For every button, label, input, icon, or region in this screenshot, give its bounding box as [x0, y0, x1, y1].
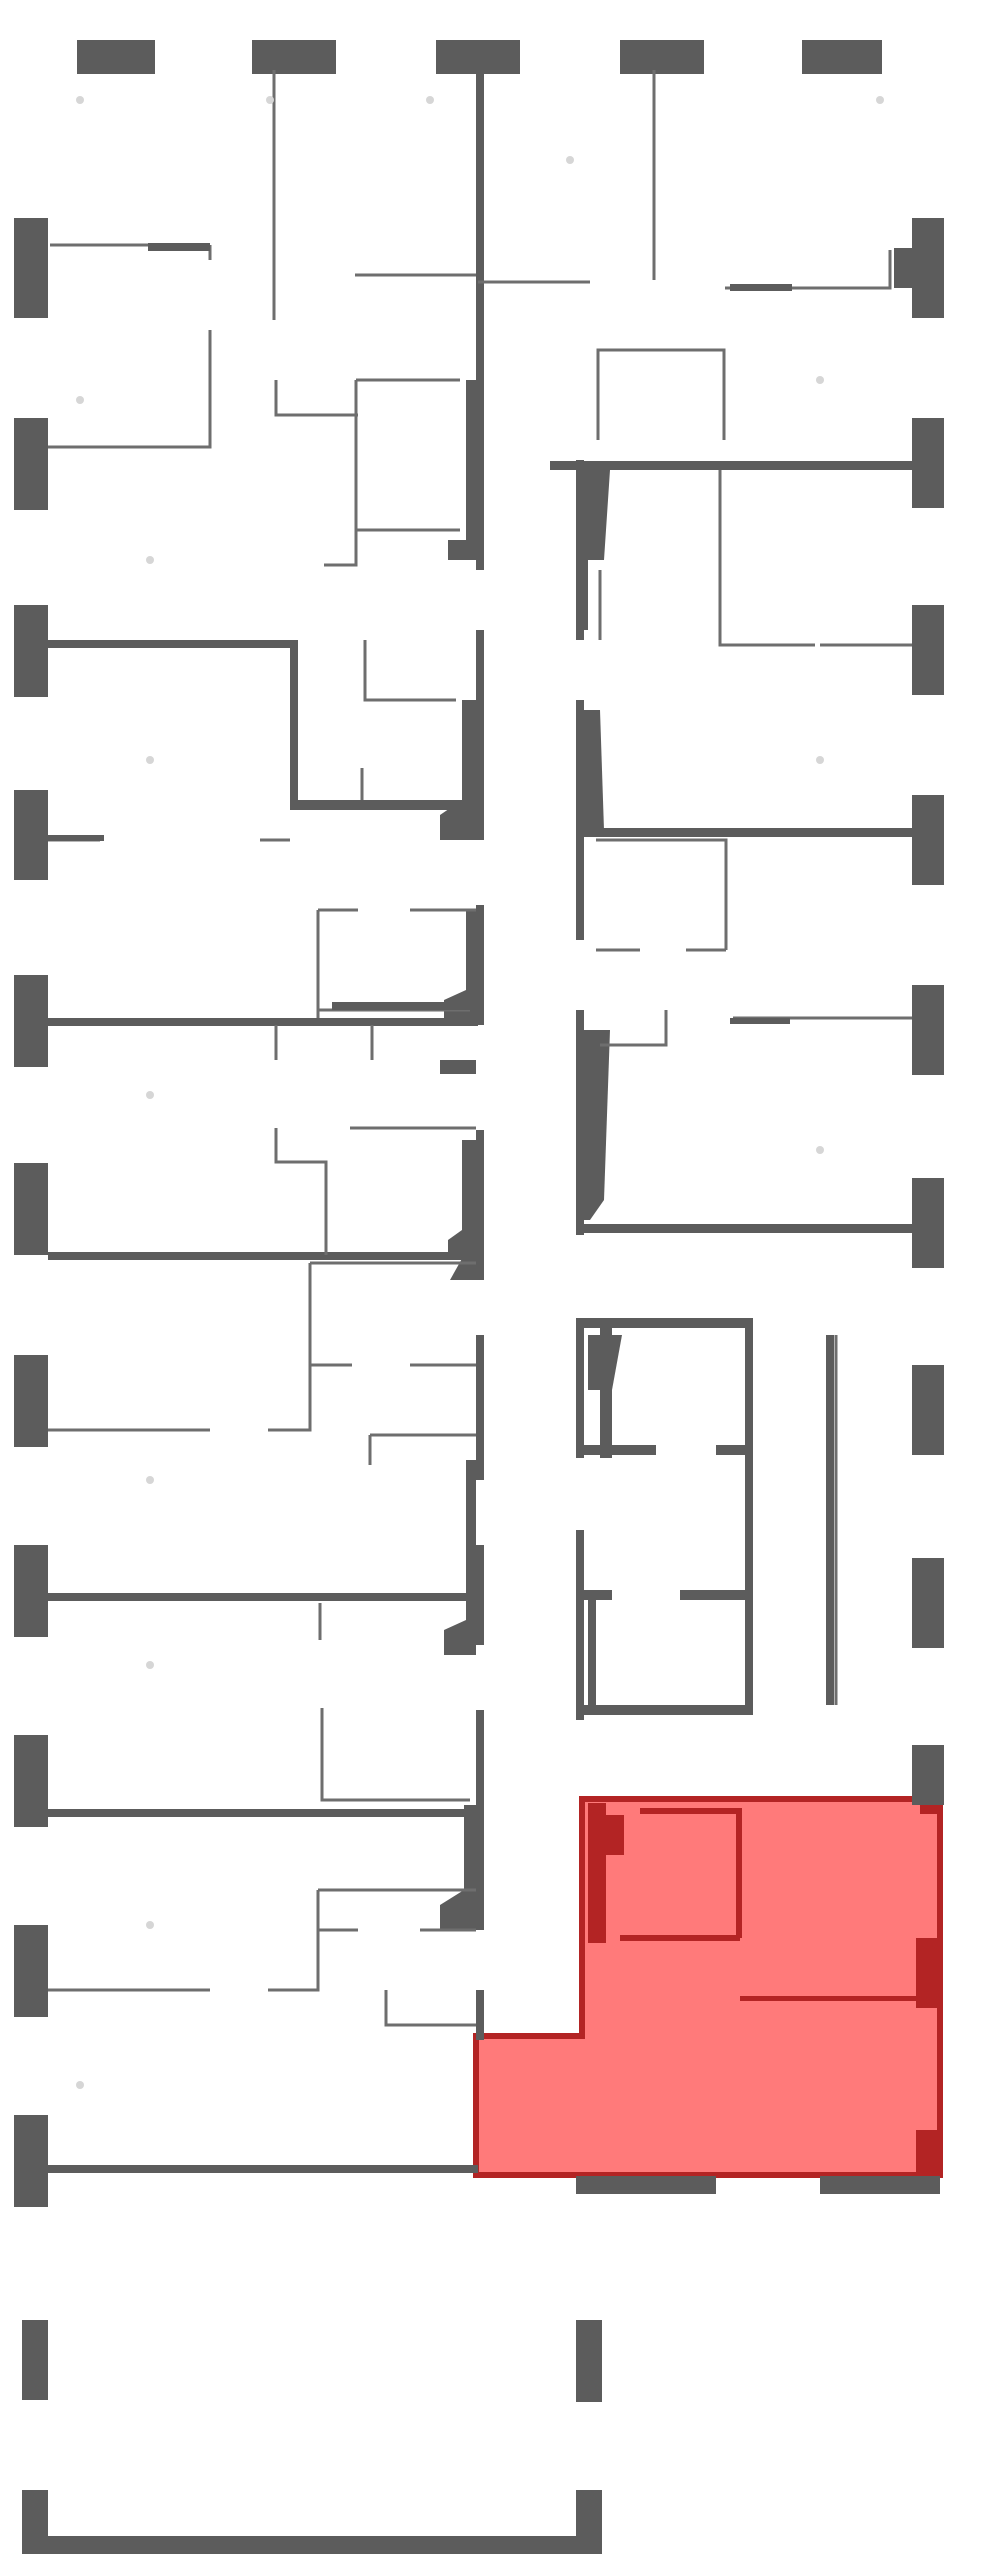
room-label-dot: [146, 1476, 154, 1484]
corridor-columns-left: [440, 380, 476, 1930]
room-label-dot: [876, 96, 884, 104]
highlighted-apartment-area[interactable]: [473, 1796, 943, 2178]
left-facade-windows: [14, 218, 48, 2554]
highlighted-apartment[interactable]: [473, 1782, 943, 2194]
room-label-dot: [426, 96, 434, 104]
room-label-dot: [146, 1091, 154, 1099]
room-label-dot: [266, 96, 274, 104]
top-facade-windows: [77, 40, 882, 74]
room-label-dot: [76, 2081, 84, 2089]
highlighted-apartment-facade: [576, 2176, 940, 2194]
bottom-annex: [26, 2320, 602, 2554]
structural-walls: [48, 70, 912, 2173]
room-label-dot: [146, 556, 154, 564]
right-facade-windows: [912, 218, 944, 1805]
partition-walls: [48, 70, 912, 2027]
room-label-dot: [566, 156, 574, 164]
room-label-dot: [76, 396, 84, 404]
room-label-dot: [146, 756, 154, 764]
room-label-dot: [146, 1661, 154, 1669]
room-label-dot: [816, 756, 824, 764]
room-label-dot: [76, 96, 84, 104]
room-label-dot: [816, 376, 824, 384]
room-area-labels: [76, 96, 884, 2089]
partition-accents: [48, 243, 912, 1074]
room-label-dot: [146, 1921, 154, 1929]
corridor-columns-right: [584, 470, 622, 1390]
room-label-dot: [816, 1146, 824, 1154]
